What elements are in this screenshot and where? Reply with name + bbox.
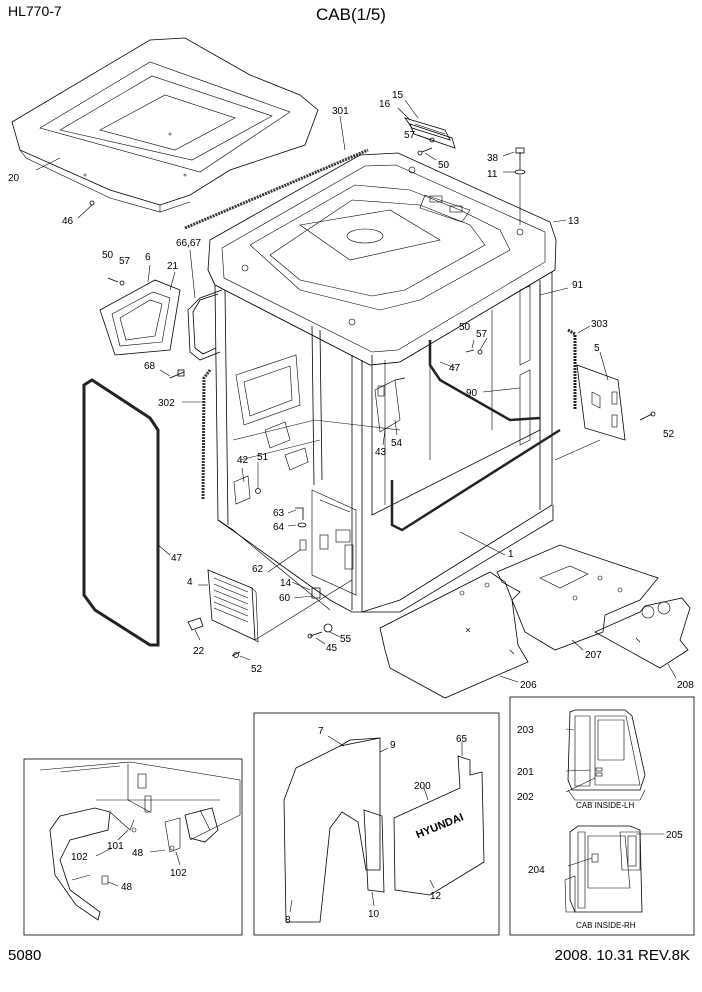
brand-hyundai: HYUNDAI xyxy=(414,811,465,841)
callout-11: 11 xyxy=(487,169,498,180)
callout-50: 50 xyxy=(102,250,114,261)
callout-15: 15 xyxy=(392,90,404,101)
callout-4: 4 xyxy=(187,577,193,588)
callout-64: 64 xyxy=(273,522,285,533)
callout-9: 9 xyxy=(390,740,396,751)
callout-51: 51 xyxy=(257,452,269,463)
cab-inside-drawing xyxy=(564,709,646,913)
callout-90: 90 xyxy=(466,388,478,399)
callout-57: 57 xyxy=(476,329,488,340)
caption-cab-inside-rh: CAB INSIDE-RH xyxy=(576,921,636,930)
callout-57: 57 xyxy=(404,130,416,141)
seal-strip-303 xyxy=(567,328,577,410)
callout-55: 55 xyxy=(340,634,352,645)
roof-panel-part-20 xyxy=(11,37,319,213)
callout-204: 204 xyxy=(528,865,545,876)
callout-208: 208 xyxy=(677,680,694,691)
callout-206: 206 xyxy=(520,680,537,691)
bracket-detail-drawing xyxy=(39,761,241,921)
caption-cab-inside-lh: CAB INSIDE-LH xyxy=(576,801,634,810)
callout-202: 202 xyxy=(517,792,534,803)
callout-13: 13 xyxy=(568,216,580,227)
panel-part-5 xyxy=(576,364,626,441)
callout-302: 302 xyxy=(158,398,175,409)
callout-102: 102 xyxy=(71,852,88,863)
window-frame-part-6 xyxy=(99,279,181,356)
callout-201: 201 xyxy=(517,767,534,778)
callout-22: 22 xyxy=(193,646,205,657)
callout-101: 101 xyxy=(107,841,124,852)
model-name: HL770-7 xyxy=(8,3,62,19)
callout-50: 50 xyxy=(459,322,471,333)
callout-6: 6 xyxy=(145,252,151,263)
callout-48: 48 xyxy=(132,848,144,859)
callout-5: 5 xyxy=(594,343,600,354)
page-number: 5080 xyxy=(8,947,42,964)
callout-91: 91 xyxy=(572,280,584,291)
callout-1: 1 xyxy=(508,549,514,560)
inset-cab-inside xyxy=(509,696,695,936)
callout-43: 43 xyxy=(375,447,387,458)
callout-63: 63 xyxy=(273,508,285,519)
callout-66-67: 66,67 xyxy=(176,238,201,249)
callout-45: 45 xyxy=(326,643,338,654)
callout-301: 301 xyxy=(332,106,349,117)
door-seal-part-47 xyxy=(82,378,160,647)
floor-mat-part-207 xyxy=(496,544,659,651)
inset-interior-panels xyxy=(253,712,500,936)
interior-panels-drawing xyxy=(283,737,485,923)
callout-8: 8 xyxy=(285,915,291,926)
callout-102: 102 xyxy=(170,868,187,879)
callout-65: 65 xyxy=(456,734,468,745)
callout-10: 10 xyxy=(368,909,380,920)
callout-68: 68 xyxy=(144,361,156,372)
vent-panel-part-4 xyxy=(207,569,259,643)
callout-20: 20 xyxy=(8,173,20,184)
callout-52: 52 xyxy=(663,429,675,440)
seal-strip-302 xyxy=(201,369,212,501)
callout-62: 62 xyxy=(252,564,264,575)
callout-14: 14 xyxy=(280,578,292,589)
callout-7: 7 xyxy=(318,726,324,737)
floor-mat-part-208 xyxy=(594,597,691,669)
callout-200: 200 xyxy=(414,781,431,792)
callout-54: 54 xyxy=(391,438,403,449)
callout-47: 47 xyxy=(449,363,461,374)
callout-207: 207 xyxy=(585,650,602,661)
handle-part-15-16 xyxy=(404,117,456,149)
inset-bracket-detail xyxy=(23,758,243,936)
callout-48: 48 xyxy=(121,882,133,893)
callout-203: 203 xyxy=(517,725,534,736)
seal-strip-301 xyxy=(184,148,369,230)
callout-303: 303 xyxy=(591,319,608,330)
callout-57: 57 xyxy=(119,256,131,267)
revision-date: 2008. 10.31 REV.8K xyxy=(554,947,690,964)
callout-60: 60 xyxy=(279,593,291,604)
callout-16: 16 xyxy=(379,99,391,110)
page-title: CAB(1/5) xyxy=(316,5,386,24)
callout-46: 46 xyxy=(62,216,74,227)
callout-47: 47 xyxy=(171,553,183,564)
callout-21: 21 xyxy=(167,261,179,272)
cab-body-part-1 xyxy=(207,152,557,613)
callout-52: 52 xyxy=(251,664,263,675)
callout-38: 38 xyxy=(487,153,499,164)
floor-mat-part-206 xyxy=(379,571,529,699)
rear-seal-part-47 xyxy=(428,340,541,422)
callout-12: 12 xyxy=(430,891,442,902)
callout-42: 42 xyxy=(237,455,249,466)
callout-50: 50 xyxy=(438,160,450,171)
callout-205: 205 xyxy=(666,830,683,841)
